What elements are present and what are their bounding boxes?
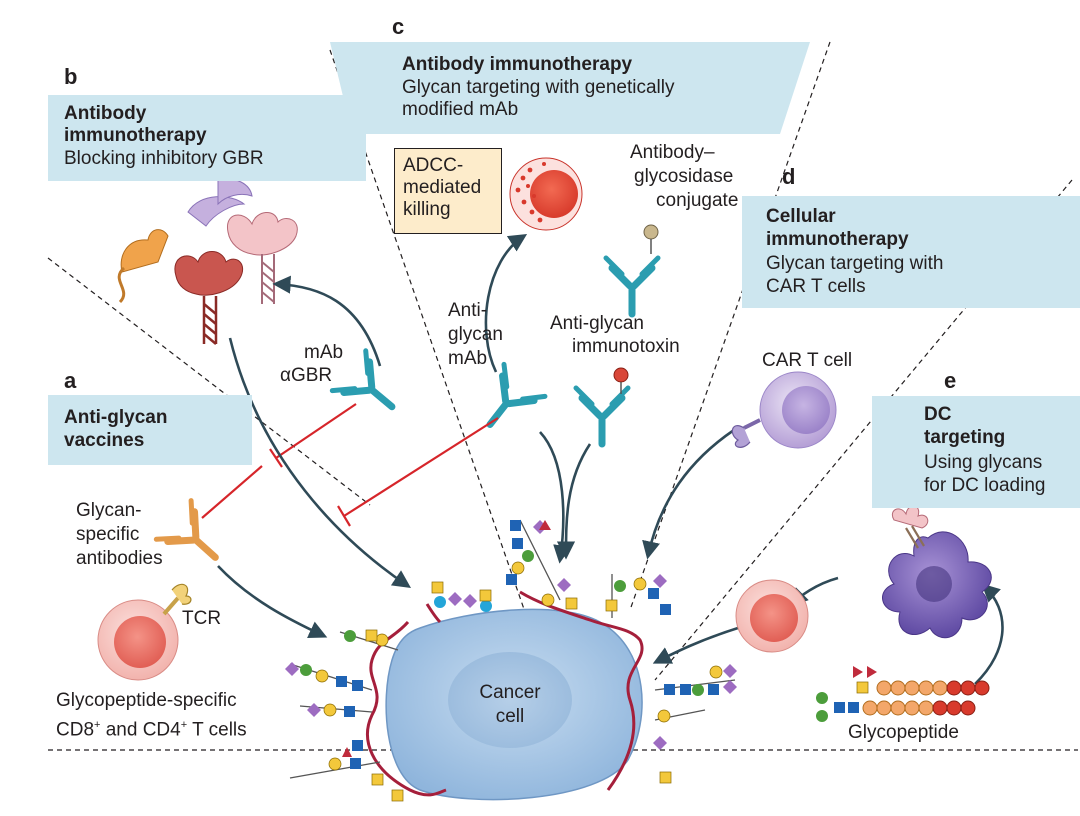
mab-label-2: αGBR — [280, 365, 333, 386]
cancer-cell — [385, 608, 643, 801]
adcc-line-1: ADCC- — [403, 155, 464, 176]
antibody-glycan-specific — [156, 501, 232, 577]
dendritic-cell — [882, 505, 992, 639]
anti-glycan-label-3: mAb — [448, 348, 488, 369]
flow-arrows — [217, 234, 1004, 685]
cd4-plus: + — [180, 719, 188, 731]
panel-a-title-1: Anti-glycan — [64, 407, 168, 428]
conjugate-label-3: conjugate — [656, 190, 739, 211]
panel-a-banner — [48, 395, 252, 465]
toxin-icon — [613, 367, 629, 383]
panel-c-subtitle-2: modified mAb — [402, 99, 519, 120]
antibody-immunotoxin — [576, 388, 628, 444]
t-cells-label-2: CD8+ and CD4+ T cells — [56, 714, 247, 741]
panel-d-letter: d — [782, 164, 796, 189]
panel-b-banner — [48, 95, 366, 181]
cd4-text: and CD4 — [100, 719, 181, 741]
inhibition-lines — [201, 403, 499, 527]
glycan-specific-label-1: Glycan- — [76, 500, 142, 521]
t-cells-label-1: Glycopeptide-specific — [56, 690, 237, 711]
panel-e-banner — [872, 396, 1080, 508]
panel-d-banner — [742, 196, 1080, 308]
surface-glycans — [285, 519, 737, 802]
panel-c-letter: c — [392, 14, 405, 39]
tcr-label: TCR — [182, 608, 222, 629]
glycan-specific-label-2: specific — [76, 524, 140, 545]
cancer-cell-label-2: cell — [495, 706, 525, 727]
panel-e-letter: e — [944, 368, 957, 393]
loaded-t-cell — [735, 579, 809, 653]
conjugate-label-1: Antibody– — [630, 142, 715, 163]
panel-b-letter: b — [64, 64, 78, 89]
adcc-line-3: killing — [403, 199, 451, 220]
adcc-line-2: mediated — [403, 177, 482, 198]
car-t-label: CAR T cell — [762, 350, 853, 371]
car-t-cell — [731, 371, 837, 449]
panel-b-subtitle: Blocking inhibitory GBR — [64, 148, 264, 169]
panel-e-title-1: DC — [924, 404, 952, 425]
gbr-receptors — [117, 178, 298, 345]
t-cell — [97, 583, 192, 681]
immunotoxin-label-1: Anti-glycan — [550, 313, 644, 334]
panel-c-banner — [330, 42, 810, 134]
conjugate-label-2: glycosidase — [634, 166, 734, 187]
cd8-plus: + — [94, 719, 101, 731]
glycosidase-icon — [643, 224, 659, 240]
panel-e-subtitle-2: for DC loading — [924, 475, 1046, 496]
panel-a-title-2: vaccines — [64, 430, 145, 451]
membrane-fragments — [366, 590, 644, 797]
panel-d-title-2: immunotherapy — [766, 229, 909, 250]
glycopeptide-label: Glycopeptide — [848, 722, 959, 743]
panel-a-letter: a — [64, 368, 77, 393]
anti-glycan-label-2: glycan — [448, 324, 503, 345]
glycopeptide-chains — [816, 666, 990, 722]
anti-glycan-label-1: Anti- — [448, 300, 488, 321]
panel-d-subtitle-1: Glycan targeting with — [766, 253, 944, 274]
glycan-specific-label-3: antibodies — [76, 548, 163, 569]
panel-d-subtitle-2: CAR T cells — [766, 276, 866, 297]
t-cells-text: T cells — [187, 719, 247, 741]
adcc-callout: ADCC- mediated killing — [394, 148, 502, 234]
panel-b-title-1: Antibody — [64, 103, 147, 124]
panel-c-subtitle-1: Glycan targeting with genetically — [402, 77, 675, 98]
immunotoxin-label-2: immunotoxin — [572, 336, 680, 357]
antibody-gbr — [332, 351, 408, 427]
panel-c-title: Antibody immunotherapy — [402, 54, 633, 75]
mab-label-1: mAb — [304, 342, 344, 363]
panel-e-subtitle-1: Using glycans — [924, 452, 1043, 473]
panel-d-title-1: Cellular — [766, 206, 836, 227]
antibody-conjugate — [606, 258, 658, 314]
panel-b-title-2: immunotherapy — [64, 125, 207, 146]
adcc-target-cell — [509, 157, 583, 231]
panel-e-title-2: targeting — [924, 427, 1006, 448]
cancer-cell-label-1: Cancer — [479, 682, 541, 703]
cd8-text: CD8 — [56, 719, 95, 741]
